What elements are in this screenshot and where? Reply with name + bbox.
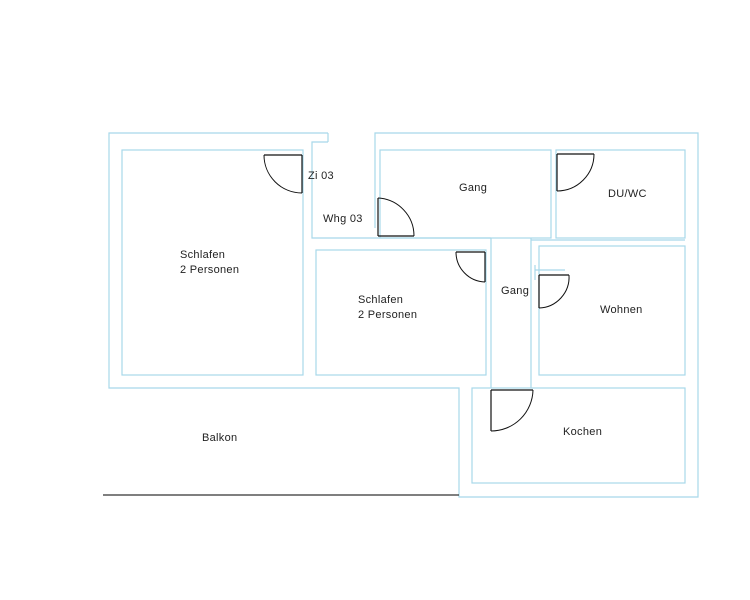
room-wohnen	[538, 245, 686, 376]
label-schlafen-mid-line1: Schlafen	[358, 294, 403, 306]
door-du-wc	[556, 153, 595, 192]
label-du-wc: DU/WC	[608, 188, 647, 200]
label-gang-top: Gang	[459, 182, 487, 194]
label-whg: Whg 03	[323, 213, 363, 225]
door-schlafen-mid	[455, 251, 486, 283]
room-kochen	[471, 387, 686, 484]
label-zi: Zi 03	[308, 170, 334, 182]
label-wohnen: Wohnen	[600, 304, 643, 316]
label-schlafen-left-line1: Schlafen	[180, 249, 225, 261]
label-gang-mid: Gang	[501, 285, 529, 297]
label-kochen: Kochen	[563, 426, 602, 438]
room-gang-top	[379, 149, 552, 239]
room-du-wc	[555, 149, 686, 239]
door-wohnen	[538, 274, 570, 309]
room-schlafen-mid	[315, 249, 487, 376]
label-schlafen-mid-line2: 2 Personen	[358, 309, 417, 321]
door-kochen	[490, 389, 534, 432]
door-entry	[377, 197, 415, 237]
outer-wall	[108, 132, 699, 498]
label-schlafen-left-line2: 2 Personen	[180, 264, 239, 276]
label-balkon: Balkon	[202, 432, 237, 444]
door-schlafen-left	[263, 154, 303, 194]
entry-wall	[311, 141, 375, 239]
room-schlafen-left	[121, 149, 304, 376]
